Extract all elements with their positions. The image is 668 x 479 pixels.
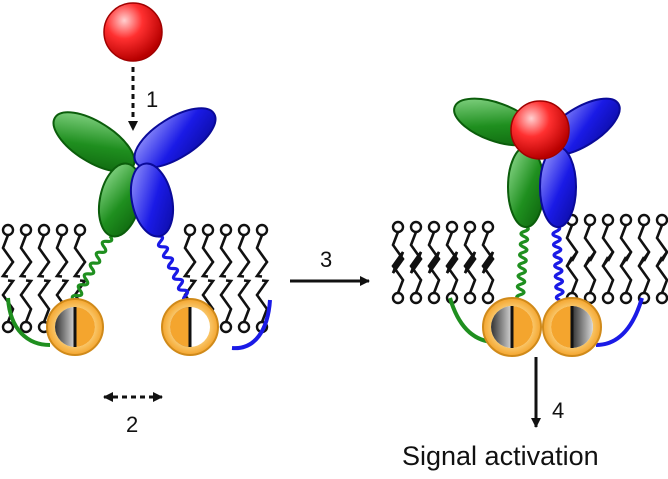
kinase-left-blue <box>161 298 219 356</box>
lipid-tail <box>583 251 597 294</box>
lipid-head <box>73 223 87 237</box>
green-intracellular-tail <box>6 297 51 347</box>
step2-label: 2 <box>126 412 138 437</box>
lipid-head <box>1 320 15 334</box>
lipid-head <box>427 291 441 305</box>
lipid-tail <box>236 234 251 278</box>
lipid-head <box>409 220 423 234</box>
lipid-tail <box>54 234 69 278</box>
ligand-sphere <box>103 2 163 62</box>
lipid-tail <box>619 251 633 294</box>
lipid-head <box>219 223 233 237</box>
membrane-right-a <box>391 220 495 305</box>
lipid-tail <box>637 251 651 294</box>
lipid-head <box>391 220 405 234</box>
lipid-head <box>37 223 51 237</box>
lipid-tail <box>19 279 34 323</box>
lipid-tail <box>481 251 495 294</box>
lipid-head <box>219 320 233 334</box>
lipid-head <box>637 213 651 227</box>
lipid-head <box>237 223 251 237</box>
lipid-head <box>619 213 633 227</box>
step1-label: 1 <box>146 87 158 112</box>
lipid-tail <box>655 251 668 294</box>
lipid-head <box>601 213 615 227</box>
lipid-head <box>427 220 441 234</box>
kinase-right-green <box>482 297 542 357</box>
lipid-tail <box>219 279 234 323</box>
blue-coil-left <box>156 234 190 303</box>
lipid-tail <box>427 251 441 294</box>
blue-receptor-domain-lower <box>129 162 175 238</box>
green-coil-right <box>515 224 530 302</box>
lipid-head <box>619 291 633 305</box>
blue-intracellular-tail <box>231 299 272 351</box>
lipid-tail <box>36 234 51 278</box>
lipid-tail <box>200 234 215 278</box>
lipid-head <box>19 223 33 237</box>
lipid-head <box>655 291 668 305</box>
lipid-tail <box>445 251 459 294</box>
lipid-tail <box>0 234 15 278</box>
step4-label: 4 <box>552 398 564 423</box>
membrane-right-b <box>565 213 668 305</box>
kinase-right-blue <box>542 297 602 357</box>
lipid-head <box>1 223 15 237</box>
lipid-tail <box>182 234 197 278</box>
blue-coil-right <box>551 224 565 302</box>
lipid-tail <box>463 251 477 294</box>
lipid-head <box>183 223 197 237</box>
lipid-head <box>237 320 251 334</box>
lipid-head <box>445 220 459 234</box>
lipid-head <box>19 320 33 334</box>
lipid-tail <box>391 251 405 294</box>
lipid-head <box>201 223 215 237</box>
lipid-tail <box>18 234 33 278</box>
lipid-tail <box>237 279 252 323</box>
lipid-head <box>391 291 405 305</box>
lipid-head <box>601 291 615 305</box>
bound-ligand-sphere <box>510 100 570 160</box>
lipid-head <box>655 213 668 227</box>
green-coil-left <box>70 235 114 302</box>
lipid-tail <box>565 251 579 294</box>
lipid-tail <box>601 251 615 294</box>
lipid-head <box>463 291 477 305</box>
step3-label: 3 <box>320 247 332 272</box>
lipid-tail <box>409 251 423 294</box>
lipid-tail <box>72 234 87 278</box>
lipid-head <box>463 220 477 234</box>
lipid-head <box>409 291 423 305</box>
lipid-tail <box>254 234 269 278</box>
lipid-tail <box>218 234 233 278</box>
lipid-tail <box>255 279 270 323</box>
lipid-head <box>481 220 495 234</box>
signal-activation-caption: Signal activation <box>402 441 599 471</box>
kinase-left-green <box>46 298 104 356</box>
lipid-head <box>255 223 269 237</box>
blue-receptor-domain-upper <box>133 107 217 169</box>
lipid-head <box>55 223 69 237</box>
lipid-head <box>481 291 495 305</box>
lipid-head <box>583 213 597 227</box>
blue-intracellular-tail-right <box>595 297 644 347</box>
lipid-tail <box>37 279 52 323</box>
